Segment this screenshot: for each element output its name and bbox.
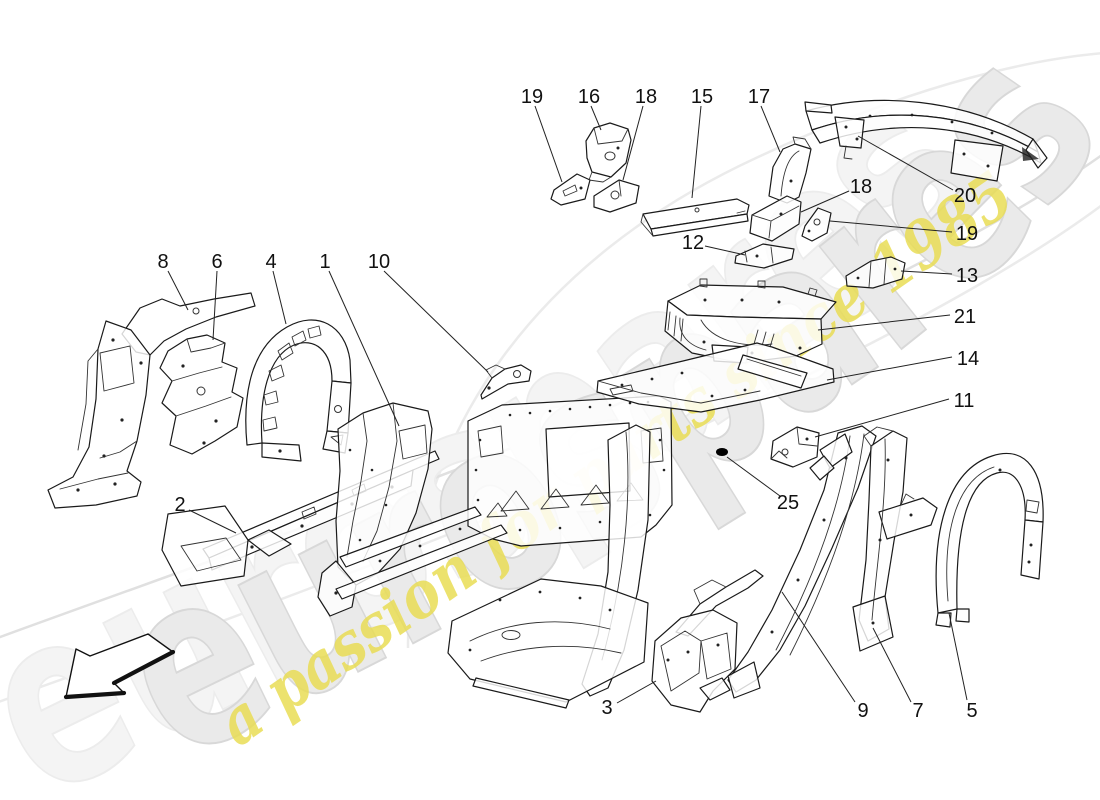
leader-line-19 [534, 105, 563, 183]
leader-line-12 [704, 245, 746, 256]
part-18-bracket-right [749, 195, 802, 242]
part-number-1: 1 [319, 251, 330, 273]
part-4-wheelhouse [245, 319, 352, 462]
leader-line-16 [590, 105, 602, 131]
leader-line-17 [760, 105, 781, 153]
part-7-pillar-reinforcement [852, 426, 938, 652]
leader-line-2 [188, 509, 237, 534]
part-19-bracket-right [801, 207, 832, 242]
part-number-4: 4 [265, 251, 276, 273]
part-number-15: 15 [691, 86, 713, 108]
part-number-5: 5 [966, 700, 977, 722]
part-25-plug [716, 448, 728, 456]
part-number-25: 25 [777, 492, 799, 514]
callout-layer: 8 6 4 1 10 19 16 18 15 17 18 12 20 19 13 21 14 11 25 2 3 9 7 5 [157, 86, 979, 722]
part-1-central-body-assembly [317, 395, 673, 709]
part-15-sill-beam [640, 198, 750, 237]
part-number-8: 8 [157, 251, 168, 273]
leader-line-1 [328, 270, 400, 427]
part-number-20: 20 [954, 185, 976, 207]
part-number-19: 19 [521, 86, 543, 108]
part-number-12: 12 [682, 232, 704, 254]
part-14-floor-panel [596, 342, 835, 413]
leader-line-10 [383, 270, 489, 373]
part-number-19: 19 [956, 223, 978, 245]
part-20-rear-cross-beam [804, 99, 1048, 182]
part-number-3: 3 [601, 697, 612, 719]
leader-line-18 [800, 190, 850, 213]
leader-line-7 [872, 627, 912, 703]
parts-linework [47, 99, 1048, 713]
part-number-14: 14 [957, 348, 979, 370]
part-3-rail-bracket-assembly [651, 569, 764, 713]
part-number-2: 2 [174, 494, 185, 516]
part-number-17: 17 [748, 86, 770, 108]
part-11-latch-bracket [770, 426, 820, 468]
part-16-pillar-bracket [585, 122, 632, 183]
part-19-plate-left [550, 173, 591, 206]
part-number-6: 6 [211, 251, 222, 273]
part-number-9: 9 [857, 700, 868, 722]
part-9-b-pillar-panel [727, 425, 877, 699]
part-number-13: 13 [956, 265, 978, 287]
part-number-10: 10 [368, 251, 390, 273]
leader-line-9 [781, 591, 856, 703]
part-5-rear-wheel-arch [935, 452, 1044, 628]
part-18-bracket-left [593, 179, 640, 213]
part-12-shim-plate [734, 243, 795, 269]
part-number-11: 11 [954, 390, 975, 412]
part-number-18: 18 [850, 176, 872, 198]
leader-line-19 [829, 220, 953, 233]
direction-arrow [63, 633, 176, 700]
part-number-16: 16 [578, 86, 600, 108]
part-8-inner-quarter-frame [47, 292, 256, 509]
part-number-7: 7 [912, 700, 923, 722]
leader-line-5 [948, 612, 968, 701]
leader-line-21 [817, 314, 951, 331]
leader-line-6 [212, 270, 218, 341]
leader-line-11 [814, 398, 950, 438]
leader-line-14 [826, 356, 953, 381]
part-number-21: 21 [954, 306, 976, 328]
leader-line-20 [857, 135, 954, 191]
leader-line-4 [272, 270, 287, 325]
part-number-18: 18 [635, 86, 657, 108]
leader-line-3 [616, 680, 657, 704]
leader-line-13 [900, 270, 953, 275]
leader-line-8 [167, 270, 189, 311]
leader-line-18 [622, 105, 644, 181]
part-10-bracket [480, 364, 532, 400]
leader-line-15 [691, 105, 702, 199]
part-6-quarter-reinforcement [159, 334, 244, 455]
leader-line-25 [726, 456, 781, 497]
